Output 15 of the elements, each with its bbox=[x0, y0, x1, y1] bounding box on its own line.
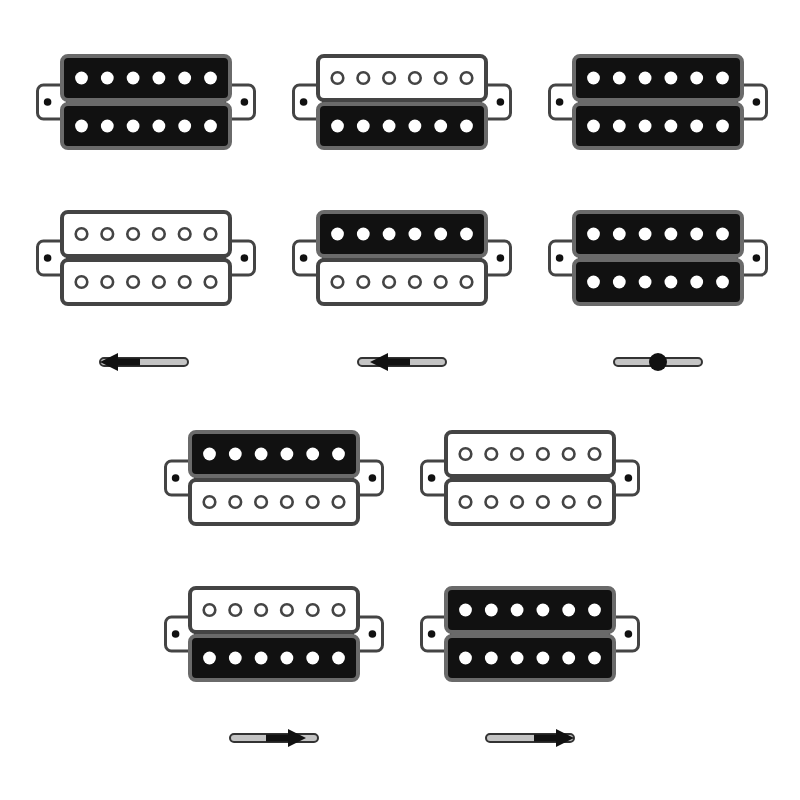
humbucker-pickup bbox=[292, 210, 512, 306]
selector-switch-icon bbox=[482, 726, 578, 750]
humbucker-pickup bbox=[36, 210, 256, 306]
humbucker-pickup bbox=[164, 430, 384, 526]
humbucker-pickup bbox=[164, 586, 384, 682]
selector-switch-icon bbox=[226, 726, 322, 750]
selector-switch-icon bbox=[610, 350, 706, 374]
humbucker-pickup bbox=[420, 586, 640, 682]
humbucker-pickup bbox=[36, 54, 256, 150]
humbucker-pickup bbox=[548, 210, 768, 306]
humbucker-pickup bbox=[548, 54, 768, 150]
humbucker-pickup bbox=[420, 430, 640, 526]
selector-switch-icon bbox=[96, 350, 192, 374]
selector-switch-icon bbox=[354, 350, 450, 374]
humbucker-pickup bbox=[292, 54, 512, 150]
